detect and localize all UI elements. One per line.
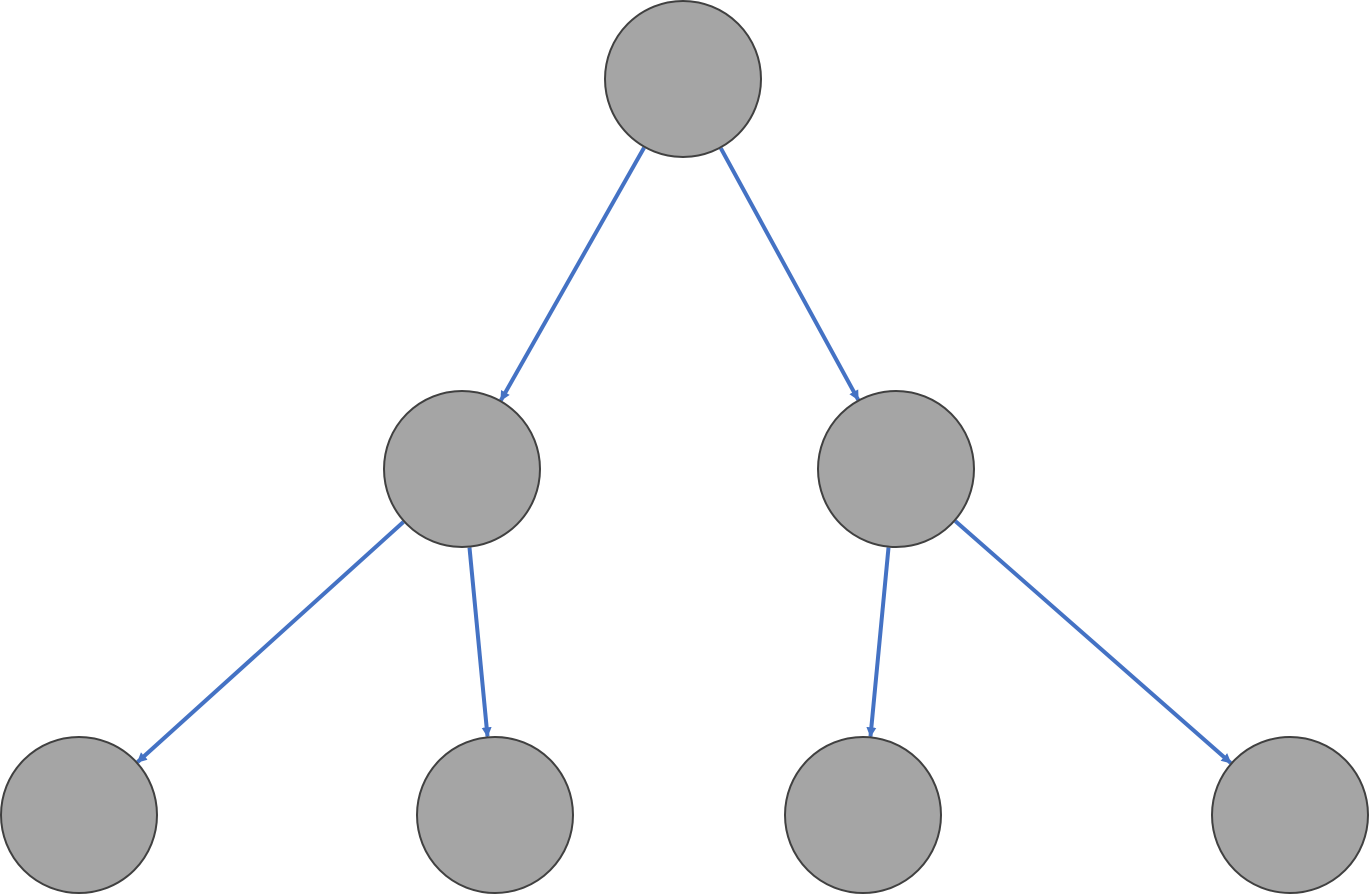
edge-right-child-to-right-left-leaf: [866, 547, 891, 738]
node-right-left-leaf: [784, 736, 942, 894]
edge-right-child-to-right-right-leaf: [954, 519, 1232, 765]
node-right-right-leaf: [1211, 736, 1369, 894]
edge-left-child-to-left-right-leaf: [467, 547, 492, 738]
node-right-child: [817, 390, 975, 548]
node-left-child: [383, 390, 541, 548]
edge-root-to-left-child: [499, 146, 646, 402]
edge-left-child-to-left-left-leaf: [136, 520, 405, 764]
node-root: [604, 0, 762, 158]
node-left-right-leaf: [416, 736, 574, 894]
edge-root-to-right-child: [719, 147, 860, 401]
edges-layer: [136, 146, 1232, 765]
node-left-left-leaf: [0, 736, 158, 894]
